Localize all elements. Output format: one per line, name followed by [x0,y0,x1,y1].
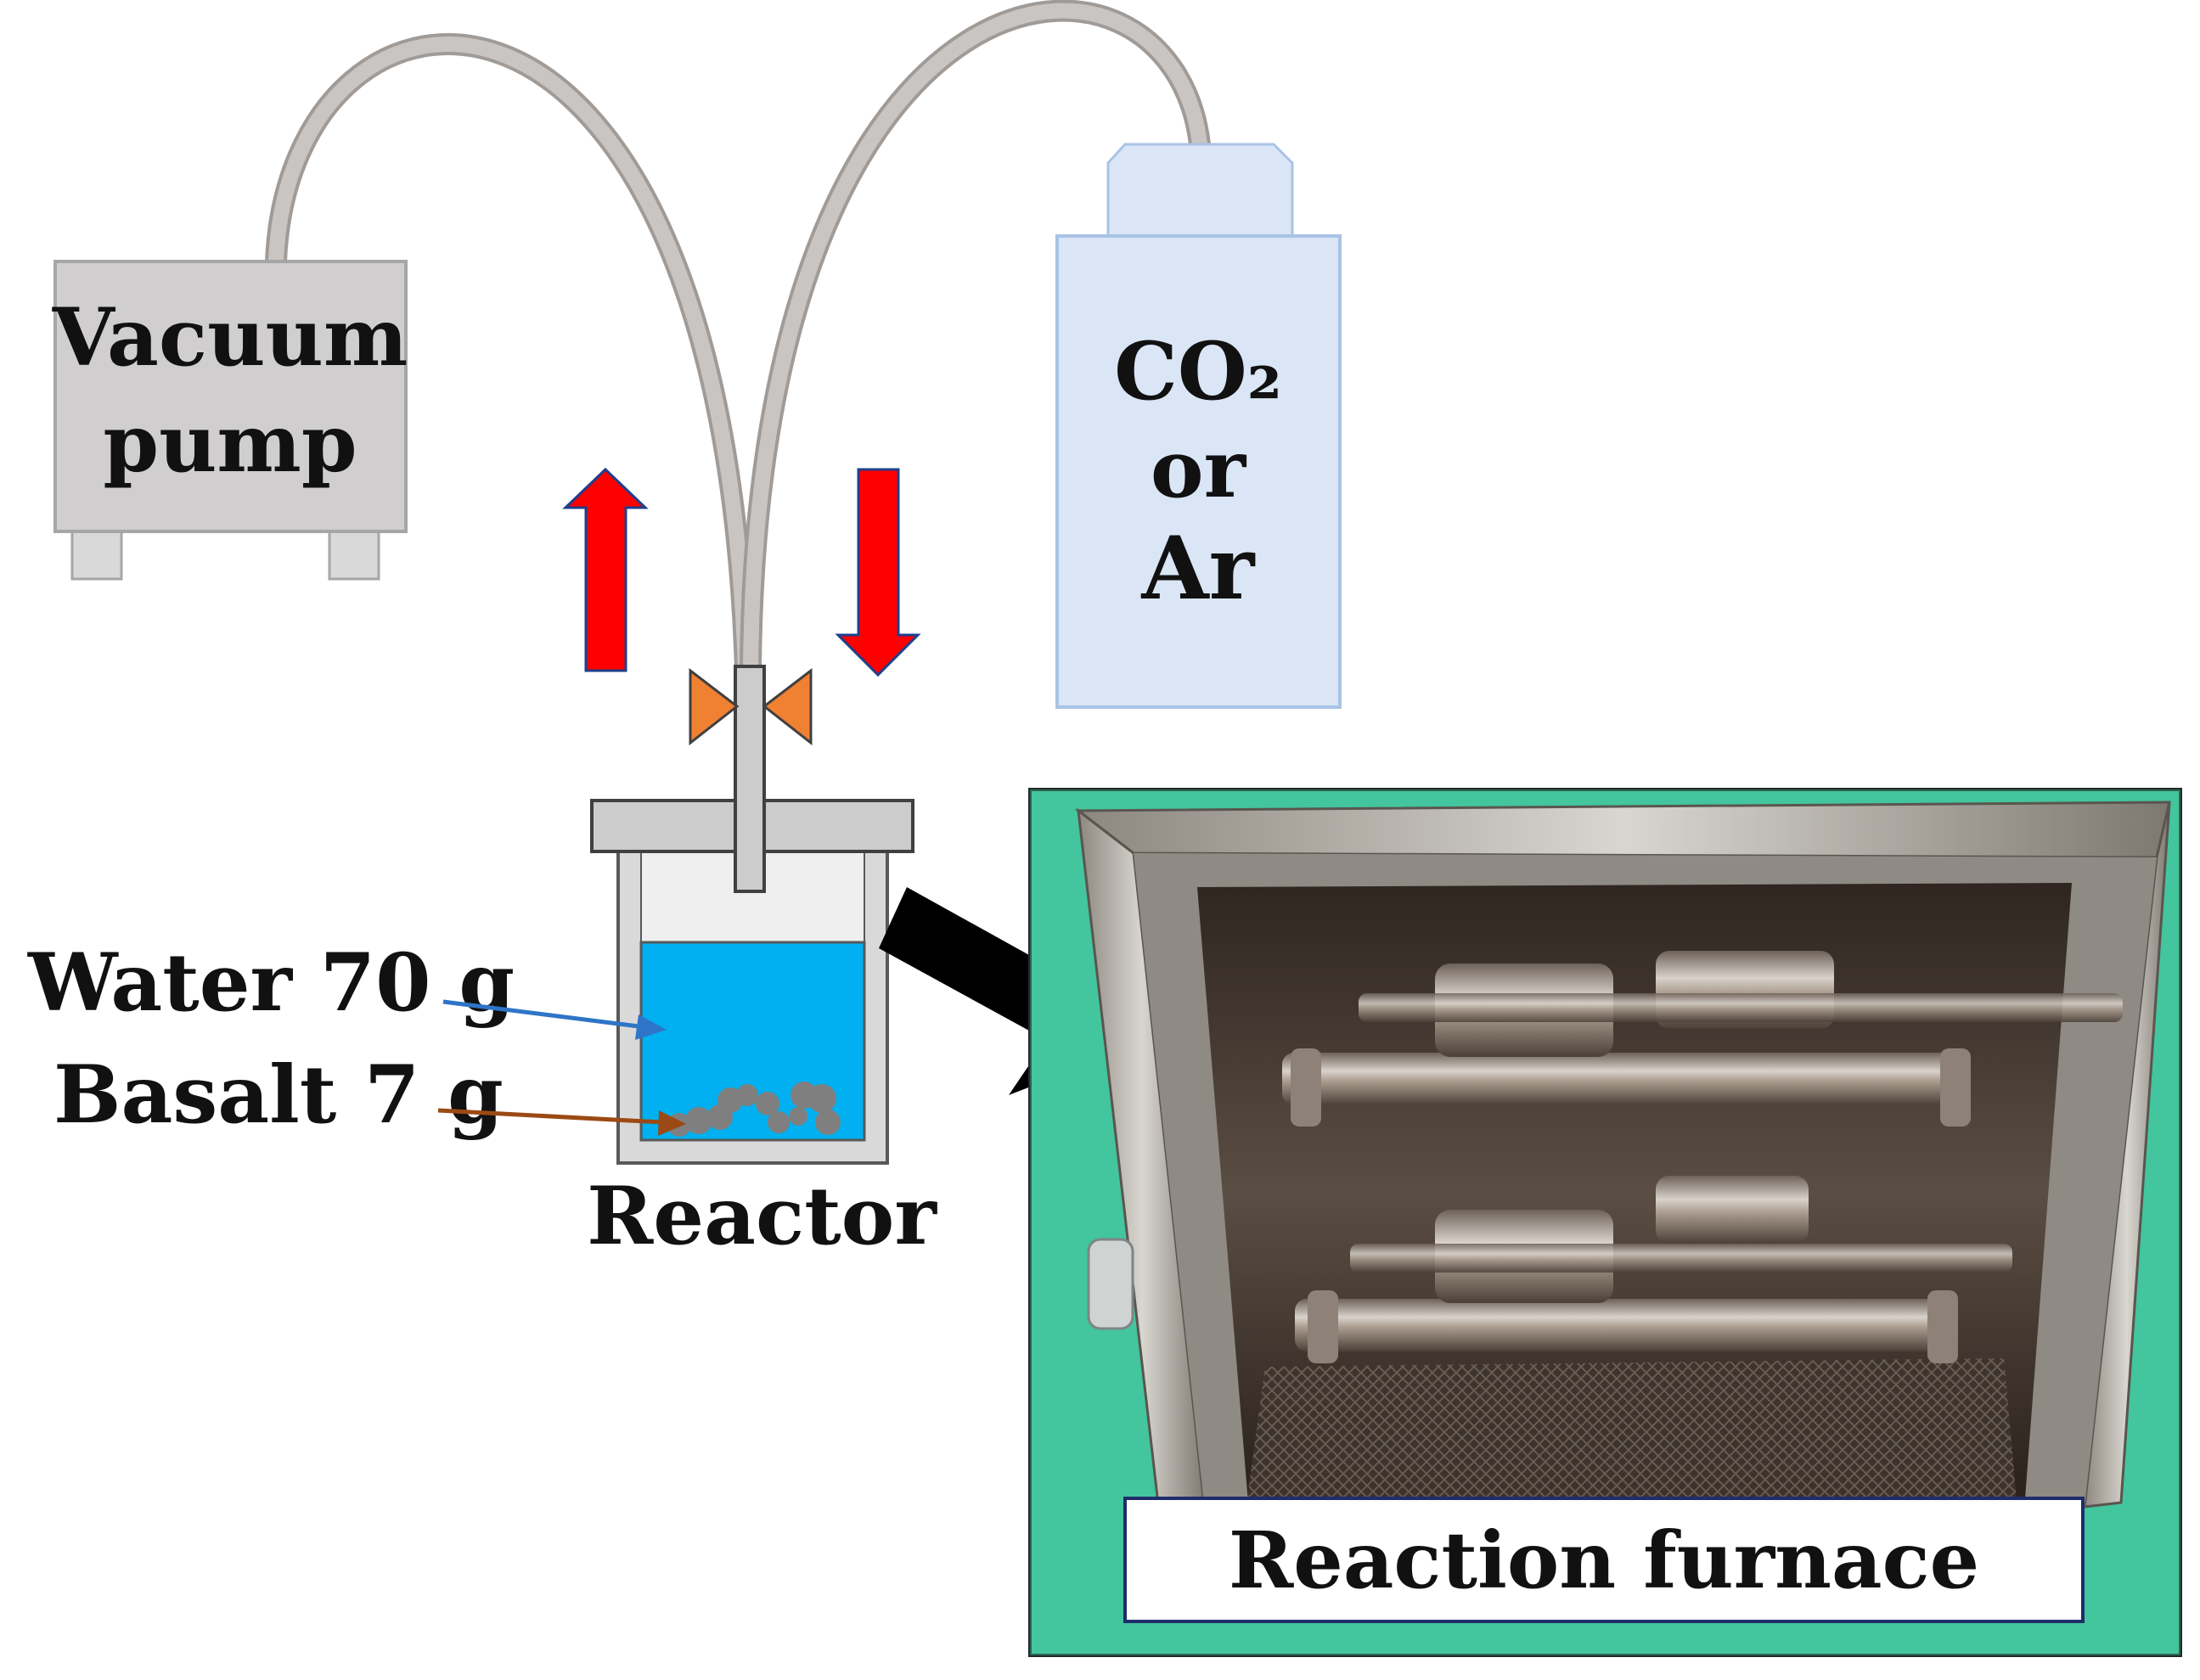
vacuum-pump: Vacuum pump [52,260,408,581]
gas-cylinder-valve-cap [1106,143,1294,244]
gas-label-line1: CO₂ [1114,325,1282,419]
reactor-inlet-pipe [734,665,766,893]
butterfly-valve-icon [689,667,813,746]
vacuum-pump-label-line1: Vacuum [52,291,408,385]
furnace-door-latch [1087,1238,1134,1330]
reactor: Reactor [587,665,937,1263]
furnace-label: Reaction furnace [1229,1514,1979,1606]
evacuation-arrow-up-icon [562,467,649,672]
gas-label-line2: or [1151,423,1247,516]
reactor-headspace [640,850,865,945]
tubes [265,0,1211,682]
sample-labels: Water 70 g Basalt 7 g [27,936,686,1142]
vacuum-pump-foot-left [70,525,123,581]
basalt-label: Basalt 7 g [53,1048,504,1142]
basalt-particles [667,1082,841,1137]
vacuum-pump-body [53,260,408,533]
water-label: Water 70 g [27,936,515,1030]
gas-cylinder: CO₂ or Ar [1055,143,1342,709]
reactor-label: Reactor [587,1170,937,1263]
flow-arrows [562,467,921,677]
gas-inflow-arrow-down-icon [835,468,921,677]
basalt-pointer-head-icon [658,1110,686,1136]
gas-cylinder-body [1055,234,1342,709]
vacuum-pump-foot-right [328,525,380,581]
furnace-mesh-floor [1246,1358,2017,1504]
reaction-furnace: Reaction furnace [1028,788,2182,1657]
basalt-pointer [437,1108,663,1125]
water-pointer-head-icon [635,1014,667,1040]
reactor-vessels-in-furnace [1282,951,2123,1363]
furnace-label-box [1123,1497,2085,1623]
water-pointer [442,999,646,1030]
vacuum-pump-label-line2: pump [103,397,357,491]
gas-label-line3: Ar [1141,518,1256,620]
